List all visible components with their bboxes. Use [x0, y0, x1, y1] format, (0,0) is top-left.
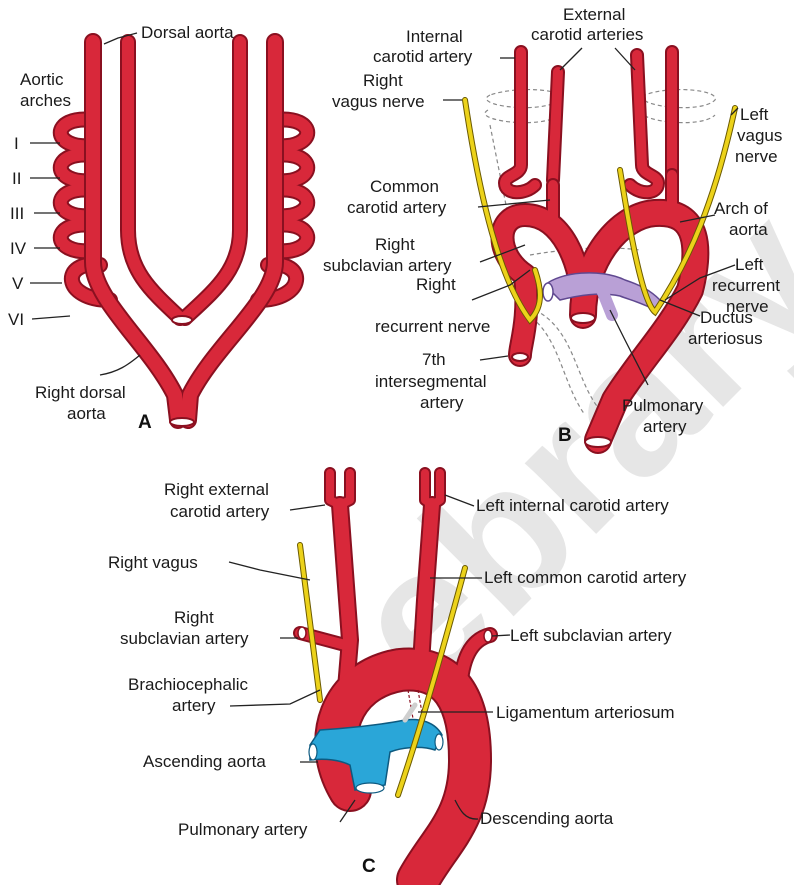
label-ascending-aorta: Ascending aorta [143, 752, 266, 771]
label-right-subclavian-line1: Right [375, 235, 415, 254]
label-left-internal-carotid: Left internal carotid artery [476, 496, 669, 515]
label-arch-ii: II [12, 169, 21, 188]
label-arch-iii: III [10, 204, 24, 223]
label-left-subclavian: Left subclavian artery [510, 626, 672, 645]
label-pulmonary-b-line1: Pulmonary [622, 396, 704, 415]
label-dorsal-aorta: Dorsal aorta [141, 23, 234, 42]
label-pulmonary-c: Pulmonary artery [178, 820, 308, 839]
label-ligamentum: Ligamentum arteriosum [496, 703, 675, 722]
label-right-recurrent-line2: recurrent nerve [375, 317, 490, 336]
label-left-vagus-line2: vagus [737, 126, 782, 145]
label-right-subclavian-c-line2: subclavian artery [120, 629, 249, 648]
label-intersegmental-line1: 7th [422, 350, 446, 369]
leader-right-dorsal-aorta [100, 355, 140, 375]
panel-a-letter: A [138, 412, 152, 433]
label-right-external-carotid-line1: Right external [164, 480, 269, 499]
leader-right-external-carotid [290, 505, 325, 510]
label-right-dorsal-aorta-line2: aorta [67, 404, 106, 423]
panel-a-diagram: Dorsal aorta Aortic arches I II III IV V… [8, 23, 307, 433]
label-left-common-carotid: Left common carotid artery [484, 568, 687, 587]
label-ductus-line2: arteriosus [688, 329, 763, 348]
label-right-vagus-c: Right vagus [108, 553, 198, 572]
label-descending-aorta: Descending aorta [480, 809, 614, 828]
label-intersegmental-line3: artery [420, 393, 464, 412]
label-left-recurrent-line2: recurrent [712, 276, 780, 295]
label-left-vagus-line1: Left [740, 105, 769, 124]
label-right-recurrent-line1: Right [416, 275, 456, 294]
label-arch-of-aorta-line2: aorta [729, 220, 768, 239]
label-left-vagus-line3: nerve [735, 147, 778, 166]
label-right-subclavian-c-line1: Right [174, 608, 214, 627]
label-right-external-carotid-line2: carotid artery [170, 502, 270, 521]
label-arch-i: I [14, 134, 19, 153]
label-left-recurrent-line1: Left [735, 255, 764, 274]
label-brachiocephalic-line2: artery [172, 696, 216, 715]
label-arch-iv: IV [10, 239, 27, 258]
leader-right-vagus-c [229, 562, 310, 580]
label-common-carotid-line1: Common [370, 177, 439, 196]
label-right-vagus-line2: vagus nerve [332, 92, 425, 111]
label-right-dorsal-aorta-line1: Right dorsal [35, 383, 126, 402]
label-right-subclavian-line2: subclavian artery [323, 256, 452, 275]
label-brachiocephalic-line1: Brachiocephalic [128, 675, 249, 694]
label-ductus-line1: Ductus [700, 308, 753, 327]
label-intersegmental-line2: intersegmental [375, 372, 487, 391]
label-aortic-arches-line1: Aortic [20, 70, 64, 89]
panel-c-letter: C [362, 856, 376, 877]
leader-7th-intersegmental [480, 356, 508, 360]
label-common-carotid-line2: carotid artery [347, 198, 447, 217]
label-aortic-arches-line2: arches [20, 91, 71, 110]
label-right-vagus-line1: Right [363, 71, 403, 90]
label-external-carotid-line1: External [563, 5, 625, 24]
label-internal-carotid-line1: Internal [406, 27, 463, 46]
label-internal-carotid-line2: carotid artery [373, 47, 473, 66]
label-arch-v: V [12, 274, 24, 293]
label-arch-of-aorta-line1: Arch of [714, 199, 768, 218]
label-arch-vi: VI [8, 310, 24, 329]
label-pulmonary-b-line2: artery [643, 417, 687, 436]
panel-b-letter: B [558, 425, 572, 446]
leader-arch-vi [32, 316, 70, 319]
label-external-carotid-line2: carotid arteries [531, 25, 643, 44]
leader-external-carotid-right [560, 48, 582, 70]
